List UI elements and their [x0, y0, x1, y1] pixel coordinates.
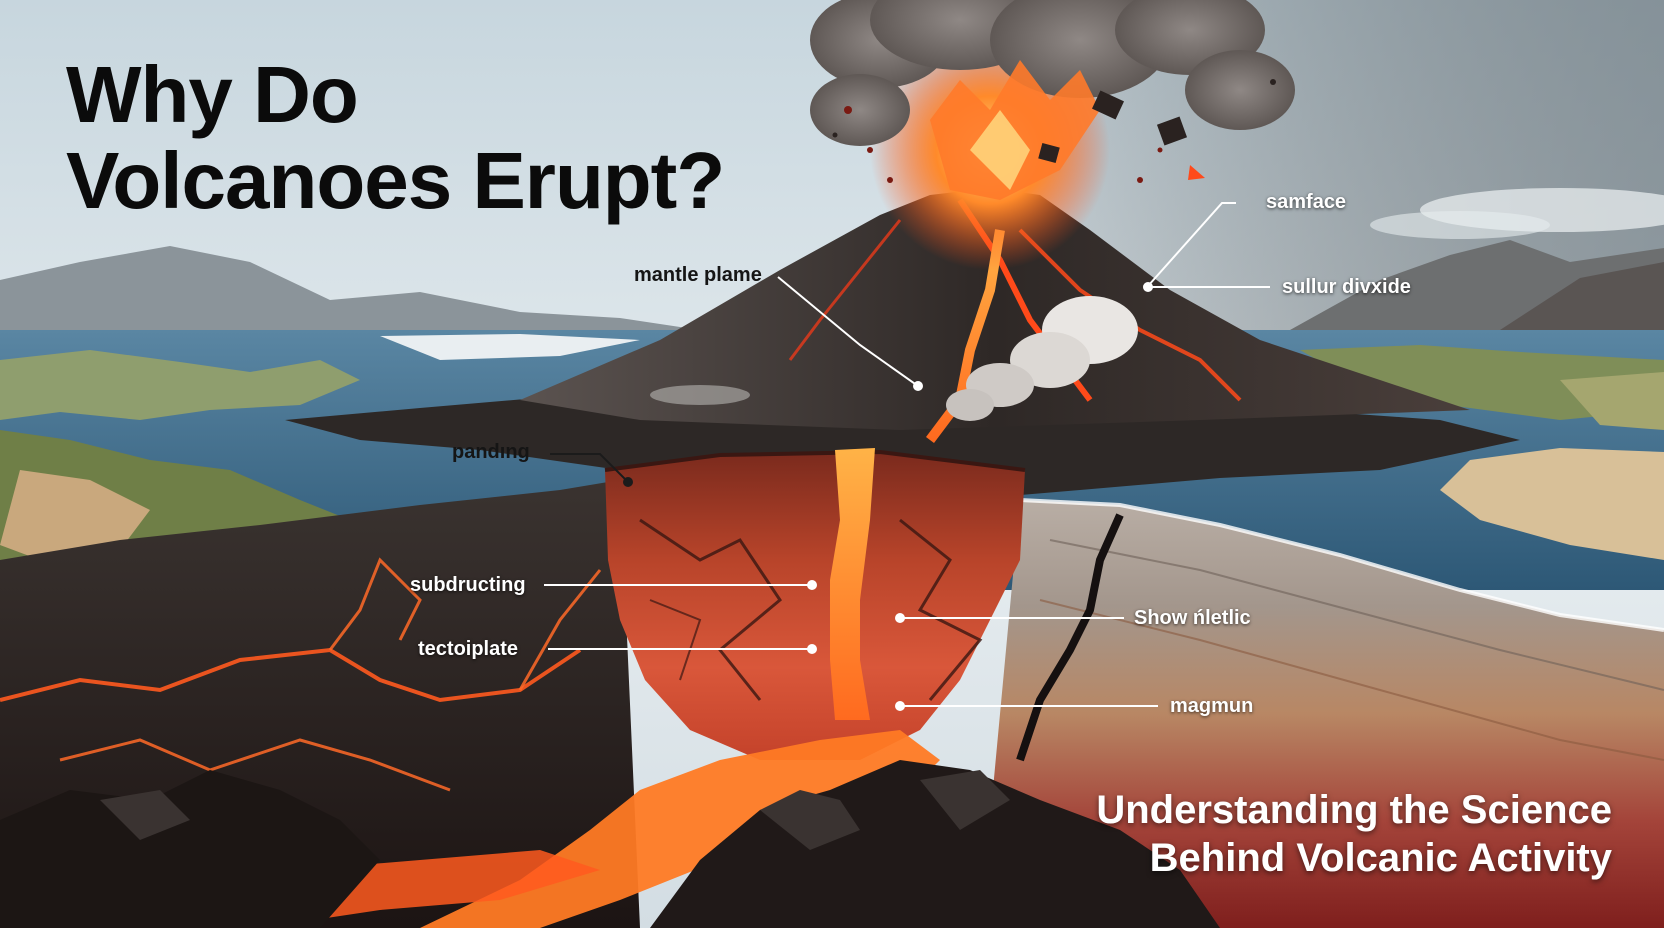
label-surface: samface: [1266, 191, 1347, 213]
label-tectonic-plate: tectoiрlate: [418, 638, 519, 660]
title-line-1: Why Do: [66, 50, 359, 139]
label-subducting: subdructing: [410, 574, 526, 596]
callout-lines: [544, 202, 1270, 707]
subtitle-line-1: Understanding the Science: [1096, 788, 1612, 832]
page-subtitle: Understanding the Science Behind Volcani…: [1096, 786, 1612, 882]
label-sulfur-dioxide: sullur divxide: [1282, 276, 1411, 298]
label-show-detail: Show ńletlic: [1134, 607, 1251, 629]
label-mantle-plume: mantle plame: [634, 264, 762, 286]
subtitle-line-2: Behind Volcanic Activity: [1149, 836, 1612, 880]
label-spreading: pandıng: [452, 441, 530, 463]
callout-dots: [623, 282, 1153, 711]
label-magma: magmun: [1170, 695, 1254, 717]
title-line-2: Volcanoes Erupt?: [66, 136, 725, 225]
page-title: Why Do Volcanoes Erupt?: [66, 50, 725, 225]
